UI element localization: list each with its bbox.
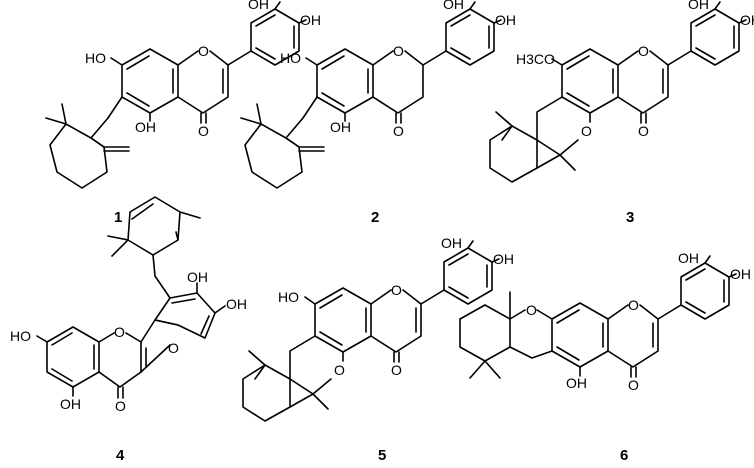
pyran-oxygen-label: O bbox=[334, 362, 345, 378]
compound-6: OH OH OH O O O 6 bbox=[459, 250, 751, 464]
pyran-oxygen-label: O bbox=[581, 123, 592, 139]
ring-oxygen-label: O bbox=[628, 297, 639, 313]
oh-label: OH bbox=[60, 396, 81, 412]
compound-3-bonds bbox=[489, 1, 747, 183]
ring-oxygen-label: O bbox=[198, 43, 209, 59]
keto-oxygen-label: O bbox=[391, 362, 402, 378]
oh-label: OH bbox=[493, 251, 514, 267]
oh-label: OH bbox=[226, 296, 247, 312]
compound-2-bonds bbox=[240, 1, 502, 189]
compound-1-bonds bbox=[45, 1, 307, 189]
oh-label: OH bbox=[300, 12, 321, 28]
ho-label: HO bbox=[10, 328, 31, 344]
ho-label: HO bbox=[278, 289, 299, 305]
compound-2: OH OH HO OH O O 2 bbox=[240, 0, 516, 226]
compound-number: 5 bbox=[378, 447, 386, 464]
oh-label: OH bbox=[330, 119, 351, 135]
ho-label: HO bbox=[85, 50, 106, 66]
keto-oxygen-label: O bbox=[115, 398, 126, 414]
compound-number: 6 bbox=[620, 447, 628, 464]
ring-oxygen-label: O bbox=[393, 43, 404, 59]
ring-oxygen-label: O bbox=[638, 43, 649, 59]
furan-oxygen-label: O bbox=[168, 340, 179, 356]
compound-4-bonds bbox=[36, 196, 226, 399]
oh-label: OH bbox=[688, 0, 709, 12]
ring-oxygen-label: O bbox=[391, 282, 402, 298]
oh-label: OH bbox=[248, 0, 269, 12]
compound-number: 1 bbox=[114, 209, 122, 226]
keto-oxygen-label: O bbox=[198, 123, 209, 139]
ring-oxygen-label: O bbox=[114, 324, 125, 340]
oh-label: OH bbox=[730, 266, 751, 282]
compound-4: HO OH OH OH O O O 4 bbox=[10, 196, 247, 464]
keto-oxygen-label: O bbox=[638, 123, 649, 139]
keto-oxygen-label: O bbox=[393, 123, 404, 139]
compound-1: OH OH HO OH O O 1 bbox=[45, 0, 321, 226]
oh-label: OH bbox=[566, 375, 587, 391]
methoxy-label: H3CO bbox=[516, 51, 555, 67]
compound-number: 3 bbox=[626, 209, 634, 226]
oh-label: OH bbox=[740, 12, 754, 28]
oh-label: OH bbox=[187, 269, 208, 285]
oh-label: OH bbox=[678, 250, 699, 266]
compound-number: 2 bbox=[371, 209, 379, 226]
compound-number: 4 bbox=[116, 447, 125, 464]
oh-label: OH bbox=[441, 235, 462, 251]
compound-6-bonds bbox=[459, 255, 737, 379]
oh-label: OH bbox=[135, 119, 156, 135]
oh-label: OH bbox=[443, 0, 464, 12]
compound-3: H3CO OH OH O O O 3 bbox=[489, 0, 754, 226]
ho-label: HO bbox=[280, 50, 301, 66]
pyran-oxygen-label: O bbox=[526, 302, 537, 318]
keto-oxygen-label: O bbox=[628, 377, 639, 393]
oh-label: OH bbox=[495, 12, 516, 28]
compound-5: OH OH HO O O O 5 bbox=[242, 235, 514, 464]
compound-5-bonds bbox=[242, 240, 500, 422]
